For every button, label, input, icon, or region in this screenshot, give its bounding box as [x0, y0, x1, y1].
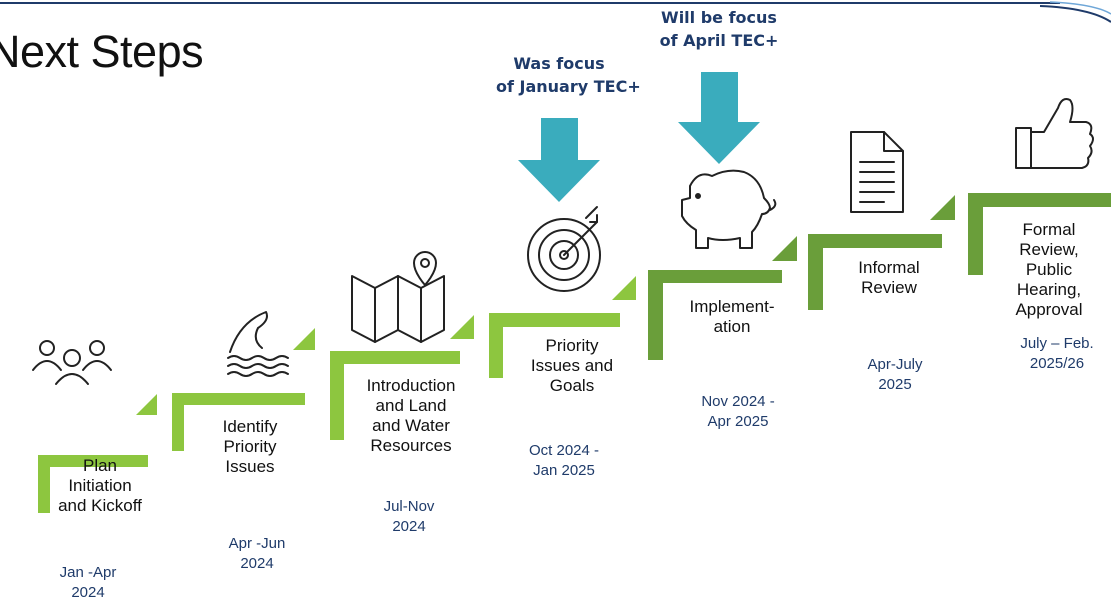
focus-note-january: Was focus of January TEC+ [496, 52, 641, 98]
focus-note-line: of April TEC+ [659, 31, 779, 50]
step-date: Jul-Nov 2024 [359, 497, 459, 537]
focus-arrow-down-icon [518, 118, 600, 202]
step-label-line: Goals [549, 376, 595, 395]
step-label-line: Hearing, [1016, 280, 1082, 299]
piggy-bank-icon [681, 169, 777, 249]
document-icon [850, 131, 904, 213]
focus-note-line: Will be focus [661, 8, 777, 27]
step-label-line: and Water [372, 416, 450, 435]
step-label: Informal Review [834, 258, 944, 298]
step-label: Implement- ation [672, 297, 792, 337]
step-label-line: Approval [1015, 300, 1083, 319]
step-date: Oct 2024 - Jan 2025 [508, 441, 620, 481]
step-5-bar [648, 236, 797, 360]
step-label: Priority Issues and Goals [512, 336, 632, 396]
step-label-line: Public [1025, 260, 1073, 279]
step-label-line: and Kickoff [58, 496, 142, 515]
step-date-line: Jan 2025 [533, 462, 595, 479]
step-date-line: Jul-Nov [383, 498, 435, 515]
step-label: Identify Priority Issues [190, 417, 310, 477]
wave-icon [227, 311, 289, 377]
step-date-line: 2025/26 [1029, 355, 1085, 372]
target-icon [527, 206, 601, 292]
step-7-bar [968, 193, 1111, 275]
step-label: Plan Initiation and Kickoff [36, 456, 164, 516]
step-4-bar [489, 276, 636, 378]
step-label-line: Identify [222, 417, 278, 436]
step-date-line: 2024 [240, 555, 274, 572]
step-label-line: Initiation [68, 476, 132, 495]
page-title: Next Steps [0, 26, 204, 77]
focus-note-line: Was focus [513, 54, 605, 73]
step-date-line: Apr-July [867, 356, 923, 373]
step-label-line: Review, [1019, 240, 1079, 259]
step-date: Jan -Apr 2024 [38, 563, 138, 603]
step-3-bar [330, 315, 474, 440]
focus-note-line: of January TEC+ [496, 77, 641, 96]
step-label-line: and Land [375, 396, 447, 415]
step-1-bar [38, 394, 157, 513]
step-label-line: Priority [545, 336, 599, 355]
step-2-bar [172, 328, 315, 451]
step-label-line: Introduction [366, 376, 456, 395]
thumbs-up-icon [1015, 98, 1094, 169]
step-date: July – Feb. 2025/26 [1004, 334, 1110, 374]
step-label-line: Review [861, 278, 917, 297]
step-date-line: Jan -Apr [59, 564, 117, 581]
step-date-line: Oct 2024 - [528, 442, 600, 459]
step-label-line: Resources [370, 436, 452, 455]
step-date: Apr-July 2025 [845, 355, 945, 395]
focus-arrow-down-icon [678, 72, 760, 164]
step-date-line: 2025 [878, 376, 912, 393]
step-label-line: Issues [225, 457, 275, 476]
step-label: Formal Review, Public Hearing, Approval [994, 220, 1104, 320]
step-label-line: Informal [858, 258, 920, 277]
step-date-line: July – Feb. [1020, 335, 1094, 352]
step-label-line: Implement- [689, 297, 775, 316]
step-date-line: 2024 [71, 584, 105, 601]
step-label-line: ation [713, 317, 751, 336]
step-date-line: Nov 2024 - [701, 393, 775, 410]
focus-note-april: Will be focus of April TEC+ [650, 6, 788, 52]
step-date-line: Apr 2025 [707, 413, 769, 430]
map-icon [351, 251, 445, 343]
step-date: Nov 2024 - Apr 2025 [682, 392, 794, 432]
step-label-line: Formal [1022, 220, 1076, 239]
step-label: Introduction and Land and Water Resource… [348, 376, 474, 456]
step-label-line: Plan [82, 456, 118, 475]
step-date: Apr -Jun 2024 [207, 534, 307, 574]
step-6-bar [808, 195, 955, 310]
step-label-line: Priority [223, 437, 277, 456]
step-label-line: Issues and [530, 356, 614, 375]
people-icon [32, 340, 112, 385]
step-date-line: Apr -Jun [228, 535, 286, 552]
step-date-line: 2024 [392, 518, 426, 535]
